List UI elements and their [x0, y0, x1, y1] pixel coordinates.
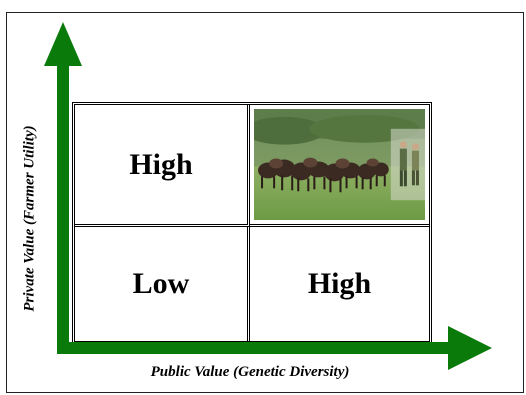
cattle-herd-photo	[254, 109, 425, 220]
cell-low-private-low-public: Low	[75, 227, 250, 341]
cell-label-bottom-right: High	[307, 267, 372, 300]
y-axis-arrow	[44, 22, 82, 354]
cell-high-private-high-public	[250, 105, 429, 227]
cell-label-top-left: High	[129, 147, 193, 181]
cell-high-private-low-public: High	[75, 105, 250, 227]
x-axis-label: Public Value (Genetic Diversity)	[150, 364, 350, 380]
y-axis-label: Private Value (Farmer Utility)	[21, 125, 38, 312]
x-axis-arrow	[57, 326, 492, 370]
cell-label-bottom-left: Low	[132, 267, 190, 300]
cell-low-private-high-public: High	[250, 227, 429, 341]
